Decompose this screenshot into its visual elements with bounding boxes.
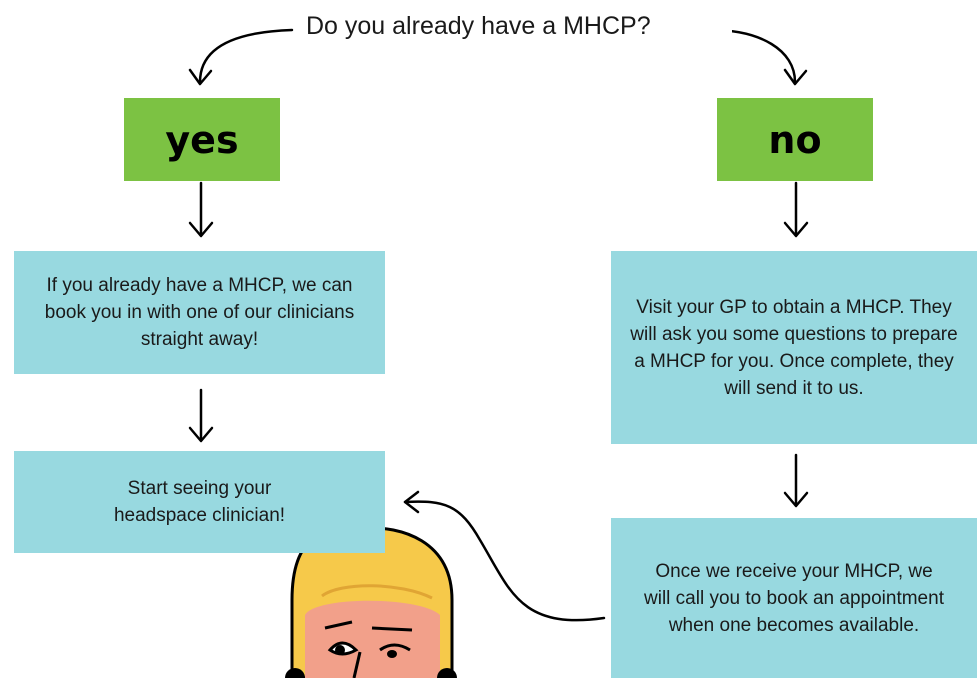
question-label: Do you already have a MHCP? (300, 8, 732, 44)
question-to-yes-arrow (198, 28, 294, 84)
no-step2-text: Once we receive your MHCP, we will call … (644, 560, 944, 636)
return-curve-arrow (403, 500, 606, 622)
girl-illustration (285, 526, 457, 678)
answer-no-box: no (717, 98, 873, 181)
no-step1-box: Visit your GP to obtain a MHCP. They wil… (611, 251, 977, 444)
yes-step1-text: If you already have a MHCP, we can book … (44, 275, 355, 350)
yes-step1-box: If you already have a MHCP, we can book … (14, 251, 385, 374)
no-step2-box: Once we receive your MHCP, we will call … (611, 518, 977, 678)
no-step1-text: Visit your GP to obtain a MHCP. They wil… (630, 296, 958, 399)
yes-step2-box: Start seeing your headspace clinician! (14, 451, 385, 553)
yes-step2-text: Start seeing your headspace clinician! (113, 478, 286, 526)
answer-yes-box: yes (124, 98, 280, 181)
